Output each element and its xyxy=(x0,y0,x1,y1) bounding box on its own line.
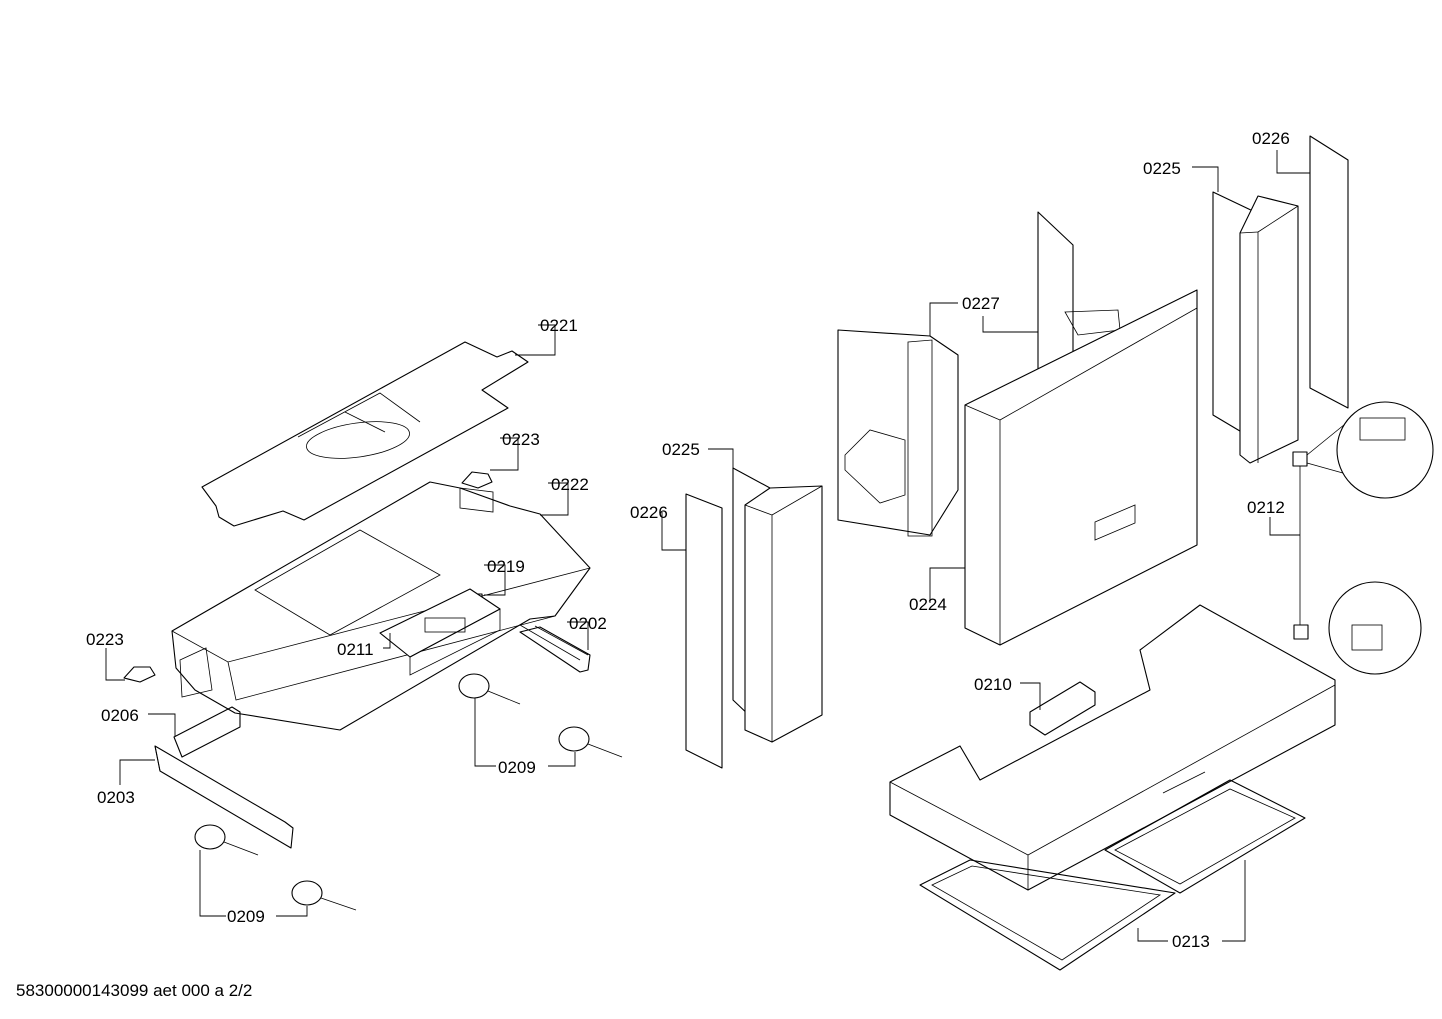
part-0210-control xyxy=(1029,681,1096,736)
part-0212-cable xyxy=(1292,401,1434,675)
part-hood-body xyxy=(889,604,1336,891)
part-0202-bracket xyxy=(519,626,591,673)
label-0213: 0213 xyxy=(1172,932,1210,951)
label-0209-upper: 0209 xyxy=(498,758,536,777)
label-0212: 0212 xyxy=(1247,498,1285,517)
part-0227-bracket xyxy=(837,329,959,537)
part-0213-filter-left xyxy=(919,859,1176,971)
part-0224-chimney-cover xyxy=(964,289,1198,646)
part-0221-plate xyxy=(201,341,529,527)
part-0211-cover xyxy=(379,588,501,676)
part-outer-chimney-lower xyxy=(744,485,823,743)
part-0209-knob-c xyxy=(194,824,259,856)
label-0211: 0211 xyxy=(337,640,374,659)
part-0209-knob-b xyxy=(558,726,623,758)
label-0224: 0224 xyxy=(909,595,947,614)
part-0213-filter-right xyxy=(1104,779,1306,894)
part-0206-channel xyxy=(173,706,241,758)
label-0225-upper: 0225 xyxy=(1143,159,1181,178)
part-0209-knob-d xyxy=(291,880,357,911)
part-outer-chimney-upper xyxy=(1239,195,1299,464)
label-0219: 0219 xyxy=(487,557,525,576)
part-0222-housing xyxy=(171,481,591,731)
label-0202: 0202 xyxy=(569,614,607,633)
label-0203: 0203 xyxy=(97,788,135,807)
label-0222: 0222 xyxy=(551,475,589,494)
label-0227: 0227 xyxy=(962,294,1000,313)
label-0225-lower: 0225 xyxy=(662,440,700,459)
part-0203-strip xyxy=(154,745,294,849)
label-0223-upper: 0223 xyxy=(502,430,540,449)
label-0226-lower: 0226 xyxy=(630,503,668,522)
label-0210: 0210 xyxy=(974,675,1012,694)
label-0221: 0221 xyxy=(540,316,578,335)
part-labels: 0221 0223 0222 0219 0211 0202 0223 0206 … xyxy=(86,129,1290,951)
leader-lines xyxy=(105,150,1310,942)
label-0223-lower: 0223 xyxy=(86,630,124,649)
document-id: 58300000143099 aet 000 a 2/2 xyxy=(16,981,253,1000)
label-0209-lower: 0209 xyxy=(227,907,265,926)
part-0209-knob-a xyxy=(458,673,521,705)
part-0223-clip-lower xyxy=(123,666,156,683)
label-0206: 0206 xyxy=(101,706,139,725)
part-0223-clip-upper xyxy=(461,471,493,489)
part-0226-panel-lower xyxy=(685,493,723,769)
label-0226-upper: 0226 xyxy=(1252,129,1290,148)
part-0226-panel-upper xyxy=(1309,135,1349,409)
